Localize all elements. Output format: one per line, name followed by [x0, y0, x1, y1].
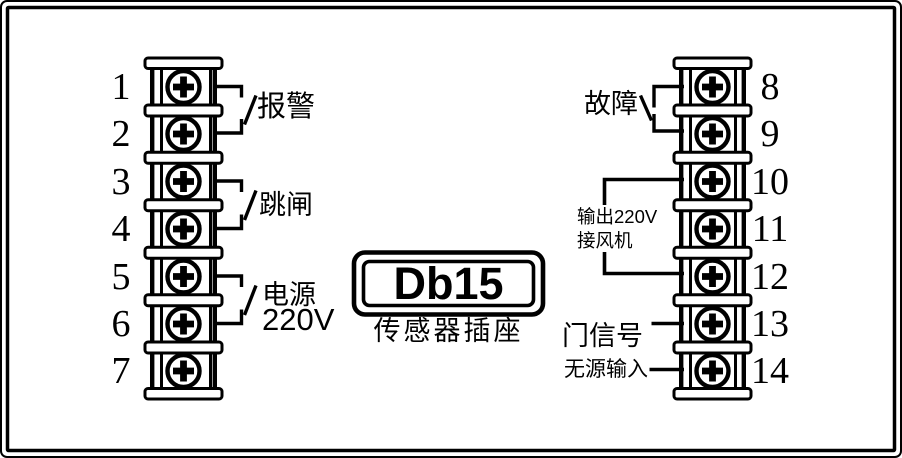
label-alarm: 报警: [257, 91, 316, 123]
block-cap: [672, 56, 753, 70]
terminal-number-6: 6: [111, 303, 131, 345]
screw-icon: [168, 166, 200, 198]
terminal-number-3: 3: [111, 160, 131, 203]
alarm-switch-symbol: [213, 84, 258, 135]
block-cap: [143, 387, 224, 401]
label-fan-output: 输出220V 接风机: [574, 205, 661, 252]
trip-switch-symbol: [213, 179, 258, 231]
screw-icon: [697, 261, 729, 293]
terminal-number-13: 13: [751, 303, 789, 345]
terminal-separator: [672, 293, 753, 308]
screw-icon: [168, 261, 200, 293]
screw-icon: [697, 166, 729, 198]
db15-connector-box: [351, 250, 546, 317]
terminal-number-11: 11: [751, 208, 789, 250]
label-door-signal: 门信号: [562, 321, 643, 351]
screw-icon: [168, 71, 200, 103]
terminal-number-12: 12: [751, 255, 789, 298]
screw-icon: [168, 355, 200, 387]
power-switch-symbol: [213, 274, 258, 326]
terminal-separator: [143, 293, 224, 308]
terminal-separator: [143, 150, 224, 165]
connector-caption: 传感器插座: [373, 316, 524, 346]
label-fault: 故障: [584, 89, 638, 119]
fault-switch-symbol: [638, 84, 684, 133]
terminal-number-5: 5: [111, 255, 131, 298]
block-cap: [143, 56, 224, 70]
terminal-separator: [672, 103, 753, 118]
screw-icon: [697, 118, 729, 150]
label-power-voltage: 220V: [262, 302, 335, 337]
terminal-separator: [143, 245, 224, 260]
terminal-separator: [672, 340, 753, 355]
inner-border: [5, 5, 897, 453]
terminal-separator: [672, 150, 753, 165]
right-terminal-block: [672, 56, 753, 401]
label-power: 电源: [262, 280, 316, 310]
terminal-separator: [143, 340, 224, 355]
label-fan-output-line2: 接风机: [577, 229, 633, 251]
label-fan-output-line1: 输出220V: [577, 206, 658, 227]
terminal-number-4: 4: [111, 208, 131, 250]
terminal-separator: [672, 198, 753, 213]
connector-label: Db15: [393, 258, 504, 309]
screw-icon: [697, 355, 729, 387]
block-cap: [672, 387, 753, 401]
terminal-separator: [672, 245, 753, 260]
screw-icon: [168, 213, 200, 245]
terminal-number-14: 14: [751, 350, 789, 392]
terminal-number-2: 2: [111, 113, 131, 155]
terminal-separator: [143, 198, 224, 213]
label-trip: 跳闸: [259, 190, 313, 220]
screw-icon: [697, 308, 729, 340]
terminal-number-9: 9: [760, 113, 780, 155]
terminal-number-10: 10: [751, 160, 789, 203]
screw-icon: [697, 71, 729, 103]
screw-icon: [697, 213, 729, 245]
label-passive-input: 无源输入: [564, 357, 648, 381]
screw-icon: [168, 118, 200, 150]
screw-icon: [168, 308, 200, 340]
terminal-number-8: 8: [760, 66, 780, 108]
terminal-separator: [143, 103, 224, 118]
terminal-number-7: 7: [111, 350, 131, 392]
left-terminal-block: [143, 56, 224, 401]
terminal-number-1: 1: [111, 66, 131, 108]
